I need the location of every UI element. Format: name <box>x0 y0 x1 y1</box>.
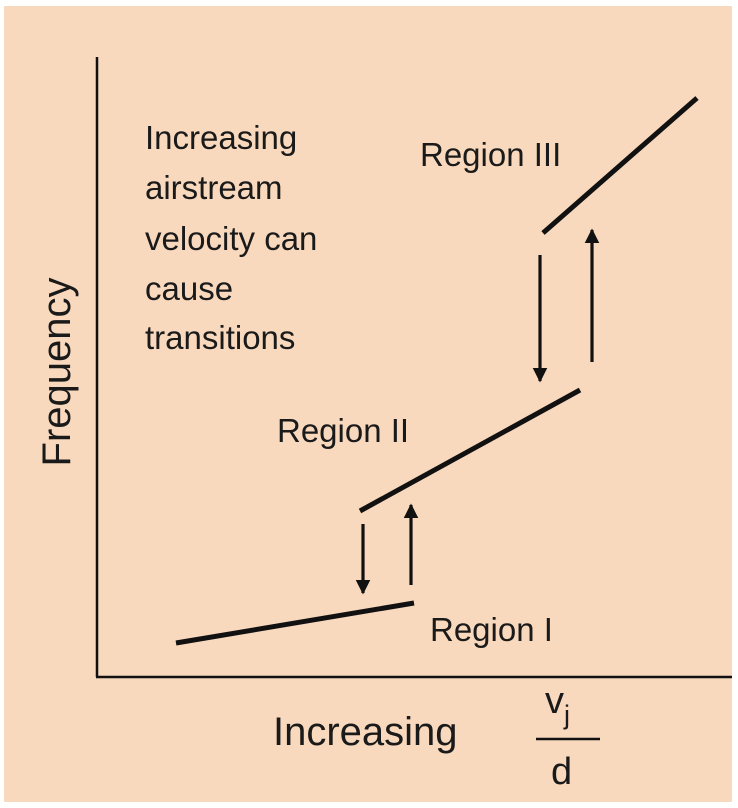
fraction-numerator-subscript: j <box>563 700 570 730</box>
fraction-numerator-symbol: v <box>545 680 564 722</box>
annotation-line: cause <box>145 270 233 307</box>
annotation-line: Increasing <box>145 119 297 156</box>
x-axis-label: Increasing <box>273 710 458 754</box>
region-ii-segment <box>358 387 582 514</box>
region-ii-label: Region II <box>277 412 409 449</box>
region-iii-label: Region III <box>420 136 561 173</box>
fraction-numerator: vj <box>545 680 570 730</box>
annotation-line: velocity can <box>145 220 317 257</box>
annotation-line: airstream <box>145 169 283 206</box>
annotation-line: transitions <box>145 319 295 356</box>
region-i-label: Region I <box>430 611 553 648</box>
y-axis-label: Frequency <box>35 278 79 467</box>
diagram-background <box>4 6 732 802</box>
fraction-denominator: d <box>551 751 572 793</box>
region-iii-segment <box>541 96 699 235</box>
region-i-segment <box>175 600 415 646</box>
